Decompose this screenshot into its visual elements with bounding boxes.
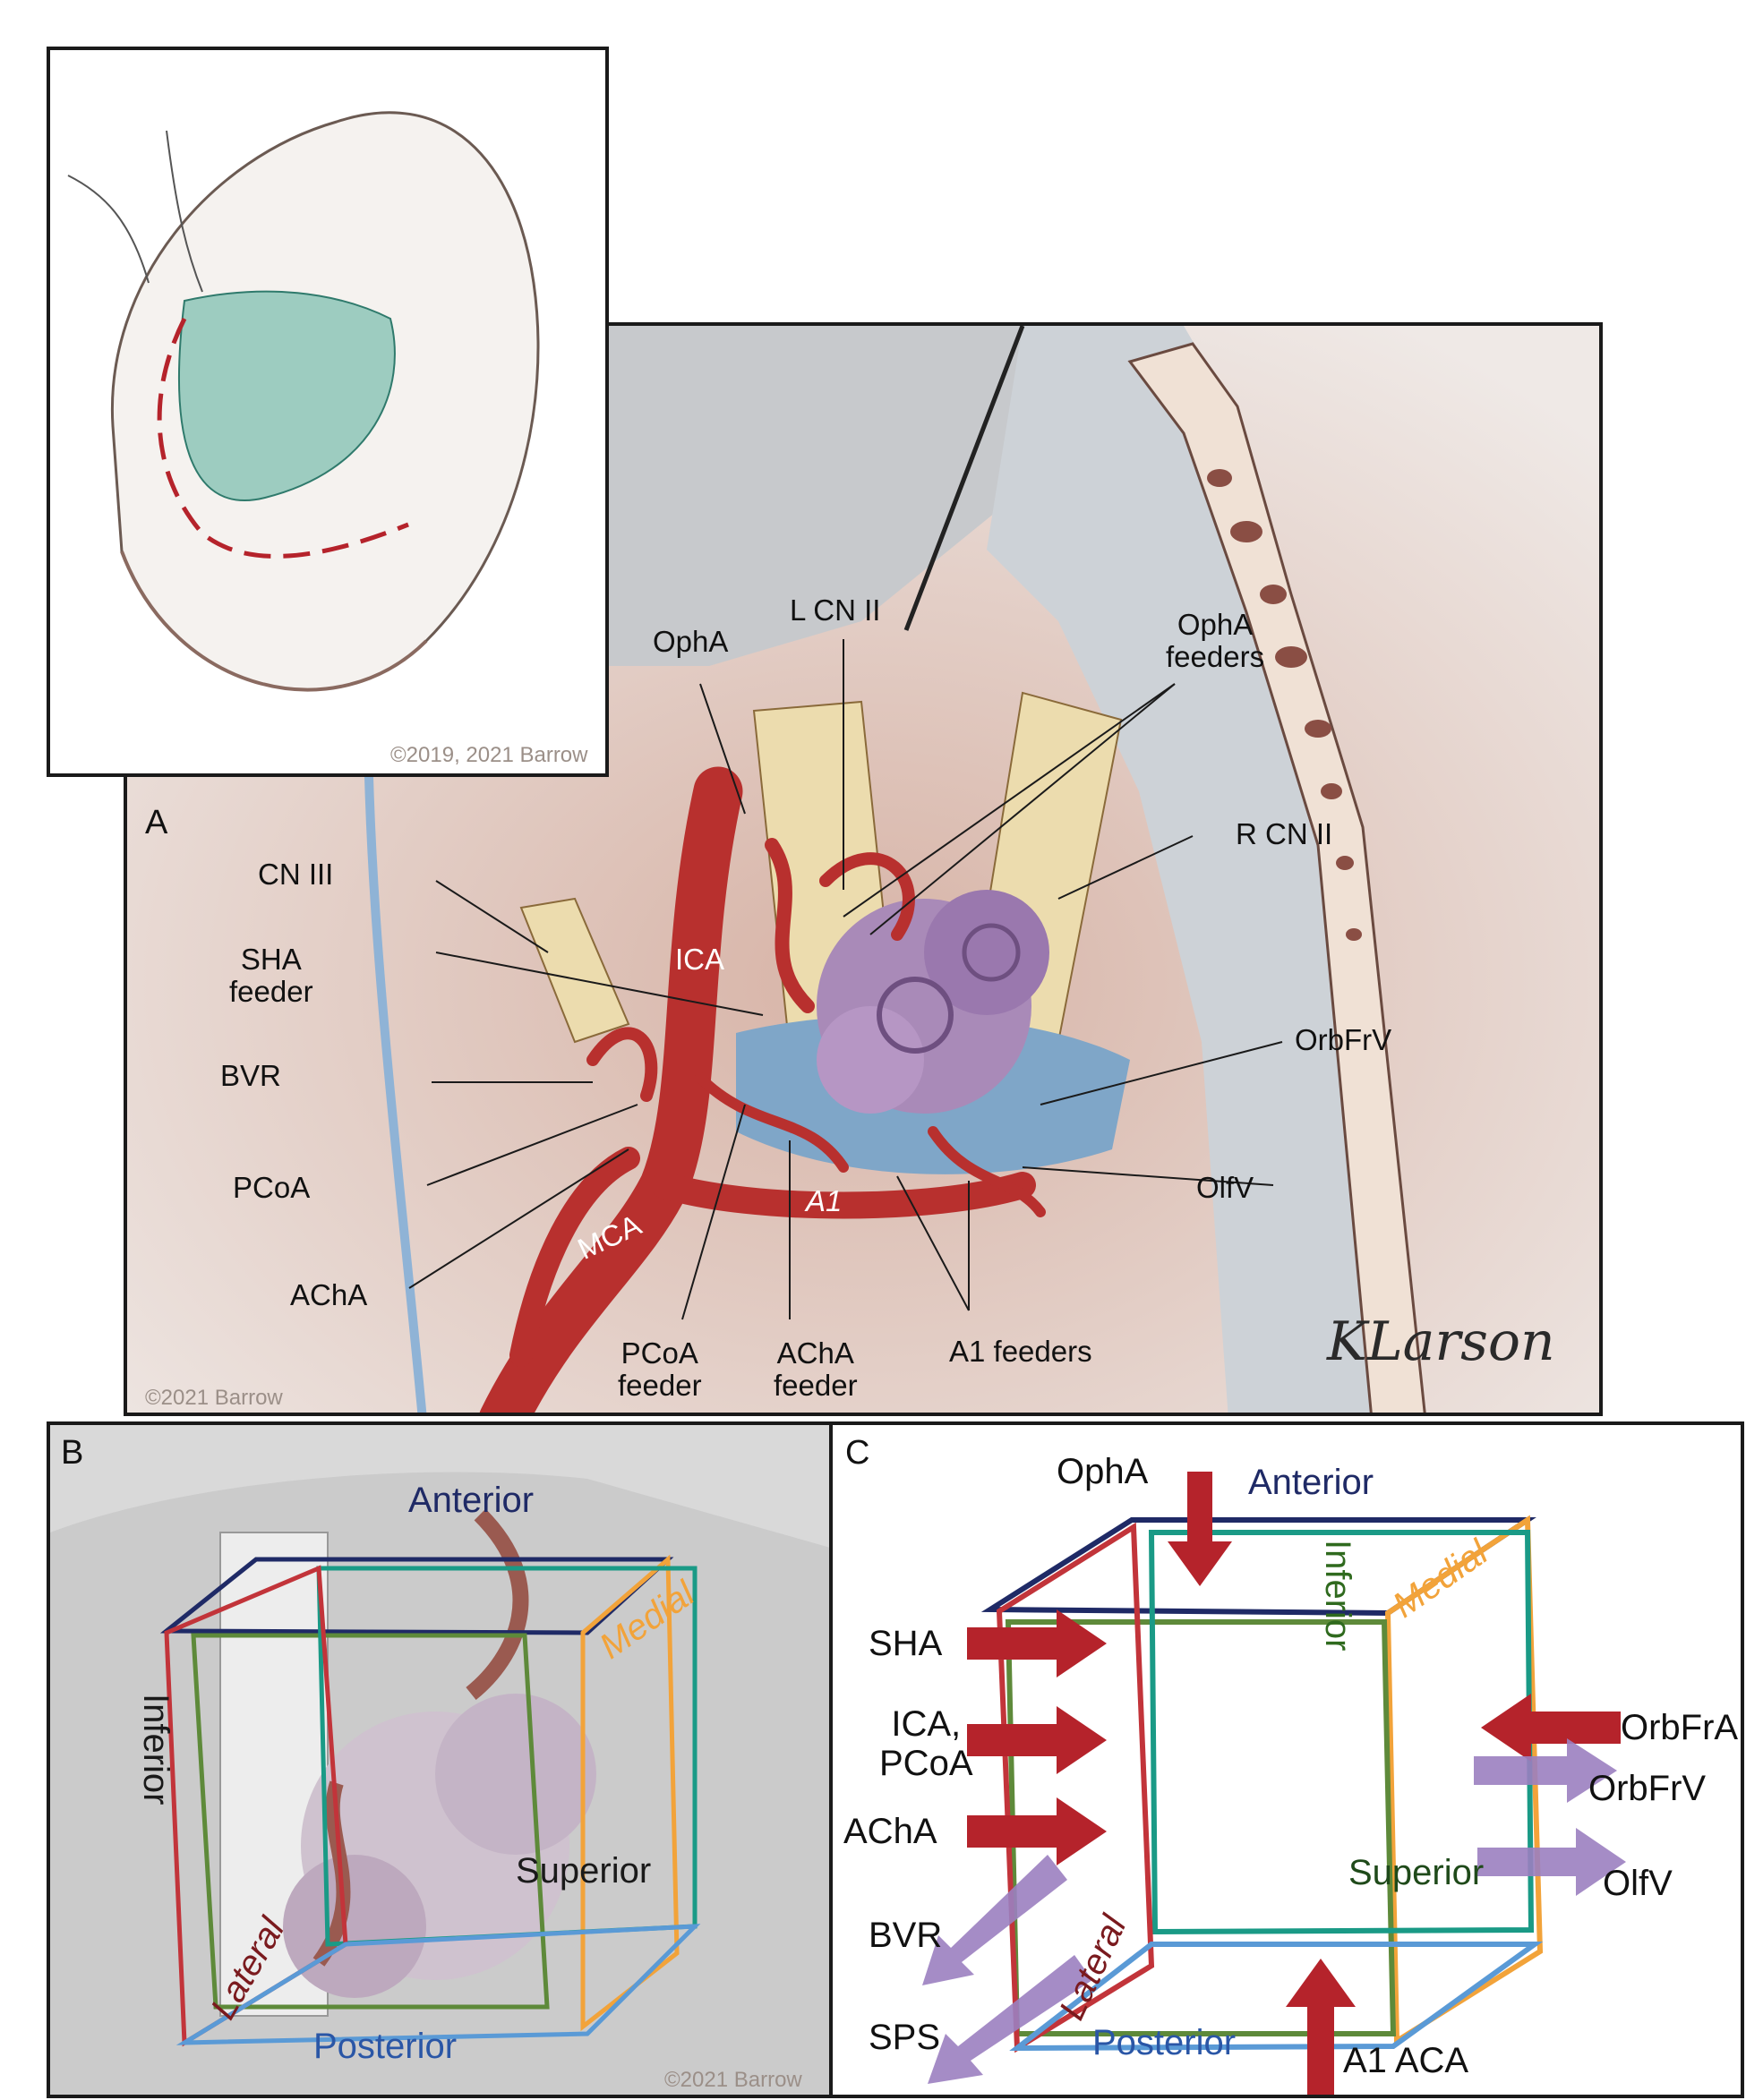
label-cn3: CN III xyxy=(258,858,334,891)
panel-b-label-superior: Superior xyxy=(516,1851,652,1891)
label-olfv: OlfV xyxy=(1196,1171,1254,1204)
inset-craniotomy: ©2019, 2021 Barrow xyxy=(47,47,609,777)
label-a1-aca-feeder: A1 ACA xyxy=(1343,2041,1469,2080)
panel-a-copyright: ©2021 Barrow xyxy=(145,1386,283,1410)
face-medial xyxy=(1384,1515,1544,2046)
face-superior xyxy=(1148,1530,1535,1935)
label-orbfrv-drainer: OrbFrV xyxy=(1588,1769,1707,1808)
label-ica: ICA xyxy=(675,943,725,976)
opha-arrow xyxy=(1168,1472,1232,1586)
label-acha: AChA xyxy=(290,1278,368,1311)
label-orbfrv: OrbFrV xyxy=(1295,1023,1392,1056)
illustrator-signature: KLarson xyxy=(1327,1310,1555,1373)
label-a1-feeders: A1 feeders xyxy=(949,1335,1092,1368)
panel-c-schematic-cube: C Anterior Medial Inferior Superior Late… xyxy=(829,1421,1744,2098)
panel-c-label-inferior: Inferior xyxy=(1318,1540,1357,1652)
panel-b-label-anterior: Anterior xyxy=(408,1481,535,1520)
label-right-cn2: R CN II xyxy=(1236,817,1333,850)
panel-c-label-posterior: Posterior xyxy=(1092,2023,1237,2062)
panel-c-label-anterior: Anterior xyxy=(1248,1463,1374,1502)
ica-pcoa-arrow xyxy=(967,1706,1107,1774)
dissector-instrument xyxy=(903,326,1025,631)
label-bvr: BVR xyxy=(220,1059,281,1092)
label-pcoa-feeder: PCoA feeder xyxy=(618,1336,702,1402)
panel-b-nidus xyxy=(283,1508,596,1998)
oculomotor-nerve xyxy=(519,897,630,1044)
label-sha-feeder: SHA feeder xyxy=(229,943,313,1008)
panel-b-letter: B xyxy=(61,1434,84,1472)
acha-arrow xyxy=(967,1797,1107,1865)
drainer-arrows xyxy=(922,1738,1626,2084)
face-inferior xyxy=(191,1633,550,2010)
label-orbfra-feeder: OrbFrA xyxy=(1621,1708,1739,1747)
skull-diploe xyxy=(1207,469,1362,941)
incision-line xyxy=(157,317,409,559)
face-posterior xyxy=(1009,1942,1544,2052)
panel-c-label-superior: Superior xyxy=(1348,1853,1485,1892)
bone-flap-region xyxy=(178,290,396,502)
avm-nidus xyxy=(817,890,1049,1114)
feeder-arrows xyxy=(967,1472,1621,2095)
a1-aca-arrow xyxy=(1286,1959,1356,2095)
arteries xyxy=(479,766,1046,1413)
label-opha-feeder: OphA xyxy=(1057,1452,1149,1491)
label-ica-pcoa-feeder: ICA, PCoA xyxy=(879,1704,973,1783)
label-left-cn2: L CN II xyxy=(790,593,881,627)
orbfra-arrow xyxy=(1481,1694,1621,1762)
panel-b-illustration xyxy=(50,1425,833,2095)
inset-copyright: ©2019, 2021 Barrow xyxy=(390,743,588,767)
panel-c-letter: C xyxy=(845,1434,870,1472)
label-a1: A1 xyxy=(806,1184,843,1217)
face-posterior xyxy=(175,1924,701,2045)
inset-head-illustration xyxy=(67,111,540,692)
leader-lines xyxy=(408,639,1283,1320)
label-opha: OphA xyxy=(653,625,729,658)
sha-arrow xyxy=(967,1609,1107,1677)
panel-b-copyright: ©2021 Barrow xyxy=(664,2068,802,2092)
label-acha-feeder: AChA xyxy=(843,1812,937,1851)
panel-b-cube-faces xyxy=(159,1554,701,2047)
panel-c-schematic xyxy=(922,1472,1626,2095)
label-sps-drainer: SPS xyxy=(869,2018,941,2057)
face-medial xyxy=(580,1554,680,2032)
panel-b-label-posterior: Posterior xyxy=(313,2027,458,2066)
panel-b-label-inferior: Inferior xyxy=(136,1694,175,1805)
panel-b-avm-faces-overlay: B Anterior Medial Inferior Superior Late… xyxy=(47,1421,836,2098)
label-opha-feeders: OphA feeders xyxy=(1166,608,1265,673)
label-olfv-drainer: OlfV xyxy=(1603,1864,1673,1903)
orbfrv-arrow xyxy=(1474,1738,1617,1803)
sps-arrow xyxy=(928,1955,1092,2084)
label-pcoa: PCoA xyxy=(233,1171,311,1204)
bvr-arrow xyxy=(922,1855,1067,1985)
panel-a-letter: A xyxy=(145,804,168,841)
label-sha-feeder: SHA xyxy=(869,1624,943,1663)
label-acha-feeder: AChA feeder xyxy=(774,1336,858,1402)
olfv-arrow xyxy=(1477,1828,1626,1896)
label-bvr-drainer: BVR xyxy=(869,1916,943,1955)
